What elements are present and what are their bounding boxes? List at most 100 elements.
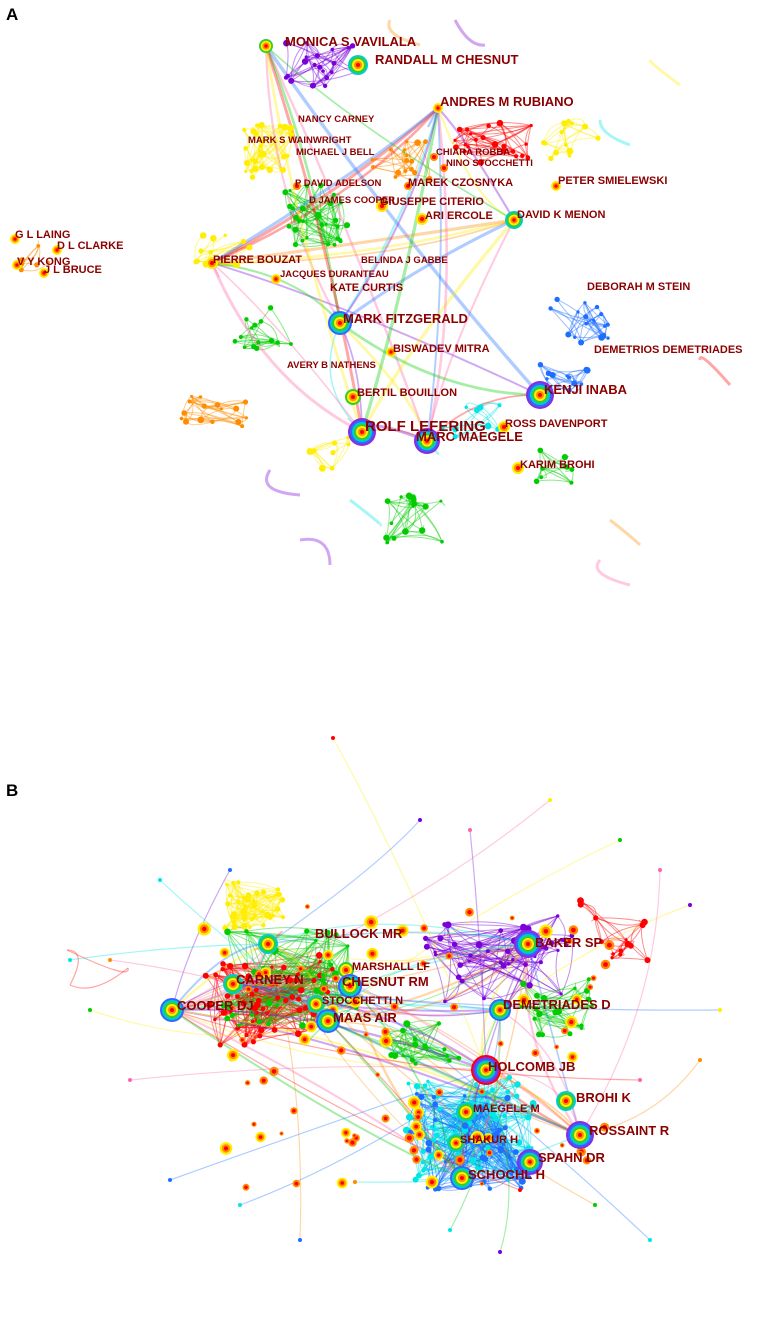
a-cluster-2-edge bbox=[464, 151, 514, 157]
b-cluster-1-edge bbox=[215, 974, 302, 991]
b-cluster-5-node bbox=[464, 1140, 469, 1145]
a-cluster-3-node bbox=[595, 135, 601, 141]
b-cluster-3-edge bbox=[462, 951, 509, 982]
b-reference-node bbox=[292, 1179, 301, 1188]
b-cluster-1-edge bbox=[258, 968, 333, 1002]
a-cluster-1-node bbox=[279, 167, 284, 172]
b-link bbox=[267, 931, 529, 945]
a-cluster-1-node bbox=[258, 144, 263, 149]
b-cluster-1-edge bbox=[215, 974, 240, 1028]
b-cluster-2-edge bbox=[251, 964, 332, 1016]
b-reference-label: HOLCOMB JB bbox=[488, 1059, 575, 1074]
b-cluster-0-edge bbox=[243, 888, 279, 915]
a-cluster-5-edge bbox=[288, 225, 339, 240]
b-outer-node bbox=[168, 1178, 172, 1182]
b-cluster-2-edge bbox=[227, 931, 322, 993]
b-outer-link bbox=[129, 1065, 487, 1081]
b-cluster-0-edge bbox=[224, 879, 234, 885]
a-author-label: JACQUES DURANTEAU bbox=[280, 269, 389, 280]
b-reference-label: BROHI K bbox=[576, 1090, 632, 1105]
a-cluster-10-node bbox=[181, 410, 187, 416]
b-cluster-5-edge bbox=[484, 1158, 530, 1178]
b-cluster-4-edge bbox=[476, 1116, 530, 1169]
b-outer-node bbox=[448, 1228, 452, 1232]
b-link bbox=[327, 943, 529, 1022]
a-cluster-4-edge bbox=[403, 141, 408, 172]
a-cluster-9-node bbox=[289, 342, 293, 346]
b-cluster-1-edge bbox=[271, 967, 279, 999]
a-cluster-7-edge bbox=[574, 306, 598, 338]
a-cluster-2-node bbox=[501, 143, 507, 150]
b-cluster-2-edge bbox=[268, 930, 308, 1004]
b-cluster-5-edge bbox=[478, 1106, 495, 1136]
b-cluster-5-node bbox=[502, 1125, 508, 1131]
a-cluster-9-node bbox=[275, 340, 280, 345]
b-link bbox=[171, 1009, 463, 1179]
a-cluster-2-edge bbox=[459, 129, 505, 152]
a-cluster-1-edge bbox=[252, 127, 286, 178]
b-cluster-2-edge bbox=[227, 931, 260, 1023]
b-link bbox=[232, 982, 487, 1071]
b-cluster-2-edge bbox=[305, 931, 317, 991]
a-cluster-9-edge bbox=[244, 342, 292, 348]
a-cluster-0-node bbox=[304, 55, 308, 59]
b-cluster-8-node bbox=[639, 922, 646, 929]
a-cluster-14-edge bbox=[465, 406, 498, 430]
a-cluster-15-node bbox=[46, 260, 50, 265]
b-cluster-1-node bbox=[220, 1009, 228, 1016]
b-cluster-1-edge bbox=[256, 980, 315, 991]
b-cluster-5-node bbox=[476, 1104, 482, 1110]
b-cluster-5-node bbox=[443, 1160, 447, 1164]
b-cluster-6-node bbox=[532, 1016, 537, 1021]
b-outer-link bbox=[171, 869, 231, 1011]
a-cluster-14-node bbox=[452, 434, 458, 440]
a-link bbox=[339, 218, 515, 325]
b-reference-label: SHAKUR H bbox=[460, 1134, 518, 1146]
a-author-label: G L LAING bbox=[15, 229, 70, 241]
b-cluster-3-node bbox=[482, 996, 486, 1001]
b-cluster-1-node bbox=[251, 1004, 259, 1012]
a-author-node bbox=[404, 182, 412, 190]
b-cluster-1-edge bbox=[246, 979, 299, 1034]
b-cluster-4-edge bbox=[507, 1091, 535, 1108]
b-cluster-4-edge bbox=[420, 1114, 492, 1121]
a-cluster-0-node bbox=[305, 41, 309, 45]
a-cluster-0-edge bbox=[286, 42, 333, 73]
a-author-label: BISWADEV MITRA bbox=[393, 343, 490, 355]
b-cluster-0-edge bbox=[256, 892, 284, 918]
b-cluster-0-edge bbox=[249, 889, 279, 928]
b-cluster-1-edge bbox=[243, 989, 302, 1004]
a-cluster-5-node bbox=[305, 236, 309, 240]
a-cluster-2-node bbox=[453, 138, 457, 142]
a-cluster-10-node bbox=[242, 399, 249, 405]
b-cluster-1-edge bbox=[244, 961, 321, 1045]
a-cluster-6-edge bbox=[210, 241, 244, 253]
b-cluster-4-node bbox=[530, 1146, 534, 1150]
panel-b-letter: B bbox=[6, 781, 18, 800]
b-cluster-4-edge bbox=[436, 1134, 509, 1179]
a-cluster-5-edge bbox=[295, 238, 339, 247]
b-cluster-0-node bbox=[227, 893, 232, 897]
a-author-node bbox=[498, 421, 510, 433]
b-cluster-5-node bbox=[507, 1155, 511, 1159]
b-reference-node bbox=[531, 1049, 540, 1057]
a-cluster-1-edge bbox=[255, 127, 292, 162]
b-reference-node bbox=[396, 924, 409, 937]
b-link bbox=[232, 983, 501, 1011]
a-author-node bbox=[512, 462, 524, 474]
a-author-label: MARK S WAINWRIGHT bbox=[248, 135, 352, 146]
b-cluster-2-edge bbox=[322, 945, 349, 976]
b-cluster-4-edge bbox=[430, 1089, 493, 1158]
a-cluster-7-node bbox=[548, 306, 553, 311]
b-cluster-3-node bbox=[423, 943, 430, 950]
b-reference-node bbox=[450, 1003, 458, 1011]
b-cluster-1-edge bbox=[230, 979, 291, 1012]
b-cluster-2-edge bbox=[223, 940, 317, 1006]
b-reference-label: COOPER DJ bbox=[177, 998, 254, 1013]
b-cluster-1-edge bbox=[230, 989, 302, 1012]
b-outer-node bbox=[618, 838, 622, 842]
b-cluster-0-edge bbox=[254, 894, 280, 917]
b-cluster-2-node bbox=[236, 1023, 240, 1028]
b-cluster-5-node bbox=[514, 1166, 520, 1172]
a-cluster-14-node bbox=[497, 403, 502, 408]
